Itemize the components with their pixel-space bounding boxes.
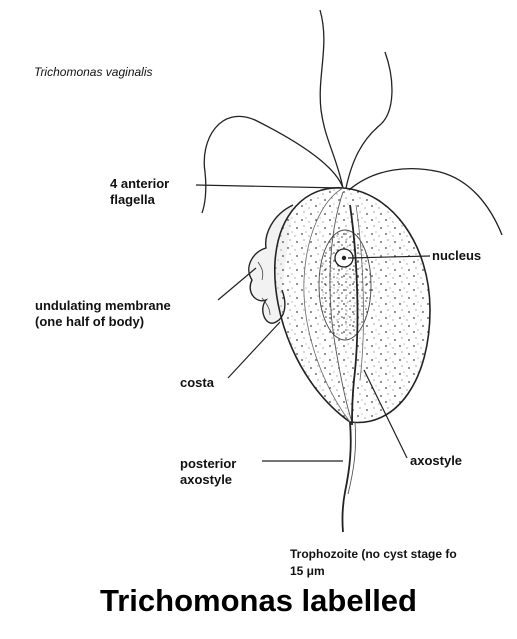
species-name: Trichomonas vaginalis <box>34 64 153 80</box>
label-anterior-flagella: 4 anterior flagella <box>110 176 169 208</box>
trophozoite-note-line1: Trophozoite (no cyst stage fo <box>290 546 457 563</box>
flagellum-1 <box>320 10 343 188</box>
label-nucleus: nucleus <box>432 248 481 264</box>
label-anterior-flagella-line1: 4 anterior <box>110 176 169 192</box>
posterior-axostyle-tail <box>342 422 350 532</box>
leader-flagella <box>196 185 341 188</box>
label-anterior-flagella-line2: flagella <box>110 192 169 208</box>
label-posterior-axostyle: posterior axostyle <box>180 456 236 488</box>
label-posterior-axostyle-line1: posterior <box>180 456 236 472</box>
trophozoite-size: 15 μm <box>290 563 457 580</box>
leader-costa <box>228 322 280 378</box>
label-undulating-membrane: undulating membrane (one half of body) <box>35 298 171 330</box>
figure-title: Trichomonas labelled <box>0 583 517 619</box>
trophozoite-note: Trophozoite (no cyst stage fo 15 μm <box>290 546 457 580</box>
flagellum-3 <box>346 52 392 188</box>
label-undulating-membrane-line1: undulating membrane <box>35 298 171 314</box>
label-costa: costa <box>180 375 214 391</box>
label-posterior-axostyle-line2: axostyle <box>180 472 236 488</box>
label-axostyle: axostyle <box>410 453 462 469</box>
label-undulating-membrane-line2: (one half of body) <box>35 314 171 330</box>
